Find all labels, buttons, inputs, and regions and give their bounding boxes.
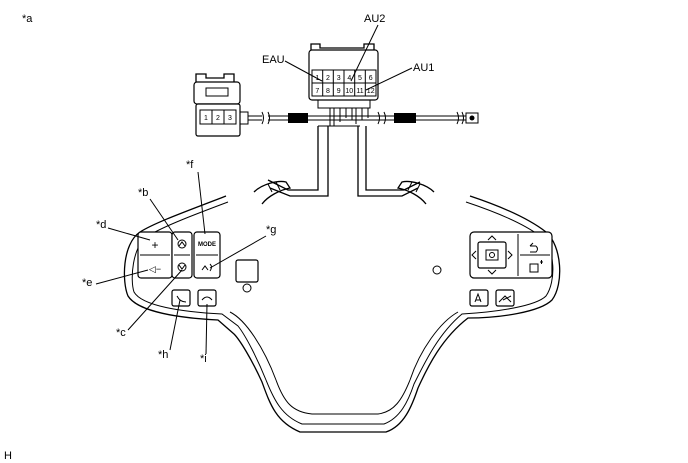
callout-h: *h xyxy=(158,349,168,361)
left-arrow-icon[interactable] xyxy=(471,250,477,260)
distance-icon[interactable] xyxy=(498,295,512,303)
pin-4: 4 xyxy=(347,75,351,82)
corner-mark: H xyxy=(4,450,12,462)
right-switch-cluster xyxy=(469,231,553,307)
label-au2: AU2 xyxy=(364,13,385,25)
callout-f: *f xyxy=(186,159,194,171)
info-icon[interactable] xyxy=(529,263,539,273)
callouts: *b *d *f *g *e *c *h *i xyxy=(82,159,276,365)
pin-10: 10 xyxy=(345,88,353,95)
seek-down-icon[interactable] xyxy=(177,262,187,272)
leader-au1 xyxy=(365,67,413,91)
pin-8: 8 xyxy=(326,88,330,95)
harness-junction xyxy=(267,108,479,197)
leader-au2 xyxy=(350,24,379,82)
lane-assist-icon[interactable] xyxy=(474,292,482,303)
pin-3: 3 xyxy=(228,115,232,122)
pin-2: 2 xyxy=(216,115,220,122)
on-hook-icon[interactable] xyxy=(201,296,213,301)
pin-5: 5 xyxy=(358,75,362,82)
off-hook-icon[interactable] xyxy=(176,295,187,303)
label-eau: EAU xyxy=(262,54,285,66)
callout-e: *e xyxy=(82,277,92,289)
pin-1: 1 xyxy=(204,115,208,122)
pin-2: 2 xyxy=(326,75,330,82)
volume-up-button[interactable]: + xyxy=(151,238,158,252)
callout-b: *b xyxy=(138,187,148,199)
up-arrow-icon[interactable] xyxy=(487,235,497,241)
left-switch-cluster: + ◁− MODE xyxy=(137,231,221,307)
label-au1: AU1 xyxy=(413,62,434,74)
mode-button[interactable]: MODE xyxy=(198,242,216,248)
down-arrow-icon[interactable] xyxy=(487,269,497,275)
back-icon[interactable] xyxy=(529,242,538,253)
callout-c: *c xyxy=(116,327,126,339)
connector-12pin: 1 2 3 4 5 6 7 8 9 10 11 12 xyxy=(308,43,379,109)
seek-up-icon[interactable] xyxy=(177,239,187,249)
pin-12: 12 xyxy=(367,88,375,95)
pin-6: 6 xyxy=(369,75,373,82)
callout-g: *g xyxy=(266,224,276,236)
volume-down-button[interactable]: ◁− xyxy=(149,264,161,274)
connector-3pin: 1 2 3 xyxy=(193,73,249,137)
pin-7: 7 xyxy=(315,88,319,95)
callout-a: *a xyxy=(22,13,33,25)
pin-3: 3 xyxy=(337,75,341,82)
leader-eau xyxy=(284,60,323,82)
steering-pad xyxy=(123,180,561,433)
callout-i: *i xyxy=(200,353,207,365)
pin-9: 9 xyxy=(337,88,341,95)
harness-left xyxy=(248,111,318,125)
right-arrow-icon[interactable] xyxy=(507,250,513,260)
enter-icon[interactable] xyxy=(489,252,495,258)
callout-d: *d xyxy=(96,219,106,231)
pin-11: 11 xyxy=(356,88,363,95)
